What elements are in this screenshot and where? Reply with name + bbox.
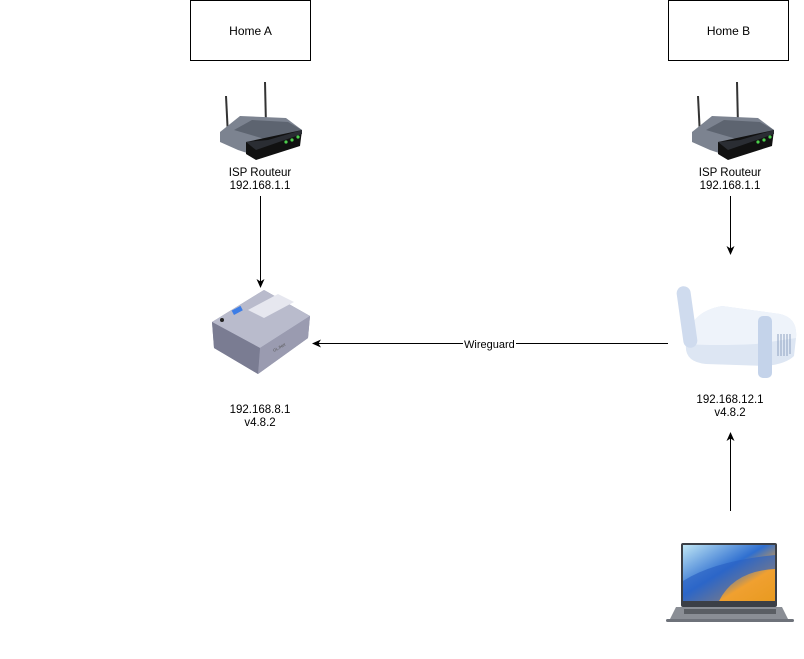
gl-router-b-label: 192.168.12.1 v4.8.2 xyxy=(696,394,764,419)
isp-router-b-label: ISP Routeur 192.168.1.1 xyxy=(698,167,762,192)
wireless-router-icon[interactable] xyxy=(688,80,776,162)
home-b-box[interactable]: Home B xyxy=(668,0,789,61)
wireless-router-icon[interactable] xyxy=(216,80,304,162)
home-a-box[interactable]: Home A xyxy=(190,0,311,61)
travel-router-blue-icon[interactable] xyxy=(676,284,800,380)
svg-text:GL.iNet: GL.iNet xyxy=(272,341,287,353)
gl-router-a-label: 192.168.8.1 v4.8.2 xyxy=(229,404,291,429)
travel-router-gray-icon[interactable]: GL.iNet xyxy=(208,286,312,382)
home-b-label: Home B xyxy=(706,23,751,38)
home-a-label: Home A xyxy=(229,23,272,38)
laptop-icon[interactable] xyxy=(664,541,798,627)
wireguard-edge-label: Wireguard xyxy=(463,339,516,351)
isp-router-a-label: ISP Routeur 192.168.1.1 xyxy=(228,167,292,192)
